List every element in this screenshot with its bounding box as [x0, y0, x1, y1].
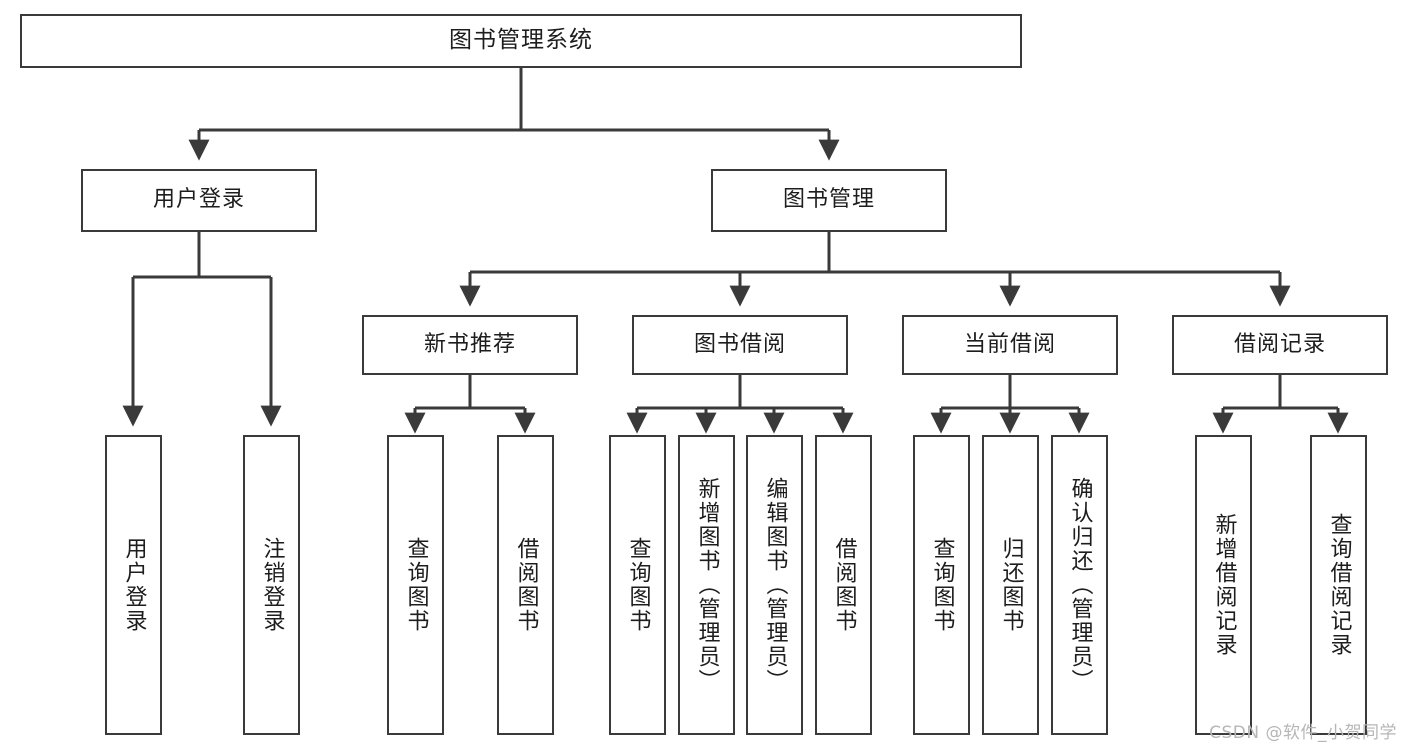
csdn-watermark: CSDN @软件_小贺同学 [1209, 723, 1397, 743]
leaf-borrow-query-book[interactable]: 查询图书 [609, 435, 666, 735]
leaf-borrow-borrow-book[interactable]: 借阅图书 [815, 435, 872, 735]
leaf-label: 确认归还（管理员） [1067, 477, 1093, 693]
leaf-label: 查询借阅记录 [1326, 513, 1352, 657]
leaf-borrow-edit-book-admin[interactable]: 编辑图书（管理员） [746, 435, 803, 735]
leaf-current-confirm-return-admin[interactable]: 确认归还（管理员） [1051, 435, 1108, 735]
leaf-label: 归还图书 [998, 537, 1024, 633]
leaf-record-query-record[interactable]: 查询借阅记录 [1310, 435, 1367, 735]
leaf-recommend-borrow-book[interactable]: 借阅图书 [497, 435, 554, 735]
leaf-borrow-add-book-admin[interactable]: 新增图书（管理员） [678, 435, 735, 735]
leaf-label: 查询图书 [929, 537, 955, 633]
leaf-label: 编辑图书（管理员） [762, 477, 788, 693]
leaf-label: 借阅图书 [513, 537, 539, 633]
leaf-label: 新增借阅记录 [1211, 513, 1237, 657]
node-book-management[interactable]: 图书管理 [711, 169, 947, 232]
leaf-label: 注销登录 [259, 537, 285, 633]
node-new-book-recommend[interactable]: 新书推荐 [362, 315, 578, 375]
node-current-borrow[interactable]: 当前借阅 [902, 315, 1118, 375]
node-borrow-record[interactable]: 借阅记录 [1172, 315, 1388, 375]
leaf-label: 借阅图书 [831, 537, 857, 633]
node-user-login[interactable]: 用户登录 [81, 169, 317, 232]
leaf-user-login-signout[interactable]: 注销登录 [243, 435, 300, 735]
leaf-label: 查询图书 [403, 537, 429, 633]
leaf-label: 用户登录 [121, 537, 147, 633]
leaf-record-add-record[interactable]: 新增借阅记录 [1195, 435, 1252, 735]
node-root-system[interactable]: 图书管理系统 [20, 14, 1022, 68]
leaf-recommend-query-book[interactable]: 查询图书 [387, 435, 444, 735]
leaf-label: 新增图书（管理员） [694, 477, 720, 693]
leaf-current-query-book[interactable]: 查询图书 [913, 435, 970, 735]
leaf-label: 查询图书 [625, 537, 651, 633]
leaf-current-return-book[interactable]: 归还图书 [982, 435, 1039, 735]
node-book-borrow[interactable]: 图书借阅 [632, 315, 848, 375]
leaf-user-login-signin[interactable]: 用户登录 [105, 435, 162, 735]
